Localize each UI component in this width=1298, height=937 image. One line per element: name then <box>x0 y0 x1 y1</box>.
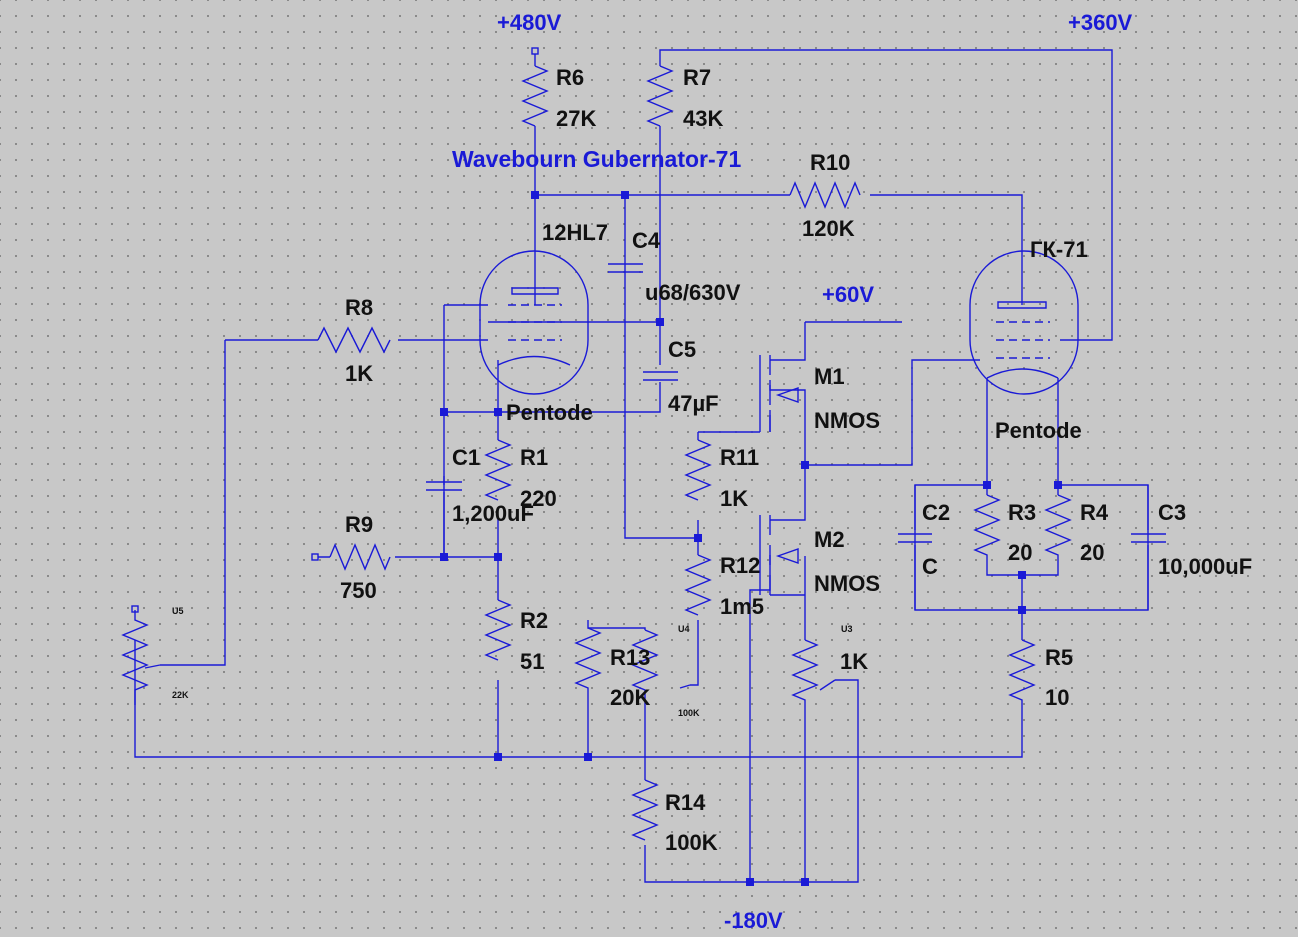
c3-symbol <box>1131 533 1166 543</box>
r7-symbol <box>646 65 674 127</box>
r8-value: 1K <box>345 361 373 386</box>
c5-value: 47µF <box>668 391 719 416</box>
r13-value: 20K <box>610 685 650 710</box>
r7-value: 43K <box>683 106 723 131</box>
u5-pin <box>131 605 139 613</box>
u5-value: 22K <box>172 690 189 700</box>
tube-type-gk71: Pentode <box>995 418 1082 443</box>
u4-value: 100K <box>678 708 700 718</box>
capacitor-symbols <box>426 263 1166 543</box>
r14-ref: R14 <box>665 790 706 815</box>
u5-ref: U5 <box>172 606 184 616</box>
r8-ref: R8 <box>345 295 373 320</box>
c2-symbol <box>898 533 932 543</box>
c4-symbol <box>608 263 643 273</box>
labels: Wavebourn Gubernator-71 +480V +360V +60V… <box>172 10 1252 933</box>
c4-value: u68/630V <box>645 280 741 305</box>
r7-ref: R7 <box>683 65 711 90</box>
r11-symbol <box>684 439 712 501</box>
r3-value: 20 <box>1008 540 1032 565</box>
u3-ref: U3 <box>841 624 853 634</box>
terminals <box>311 47 539 561</box>
m1-ref: M1 <box>814 364 845 389</box>
net-label-60v: +60V <box>822 282 874 307</box>
r10-value: 120K <box>802 216 855 241</box>
r6-symbol <box>521 65 549 127</box>
r13-ref: R13 <box>610 645 650 670</box>
r11-ref: R11 <box>720 445 759 470</box>
u3-wiper <box>819 679 836 691</box>
u3-symbol <box>791 639 819 720</box>
r9-symbol <box>329 543 391 571</box>
junction-dots <box>440 191 1062 886</box>
c2-ref: C2 <box>922 500 950 525</box>
r9-ref: R9 <box>345 512 373 537</box>
mosfet-m2 <box>759 515 799 595</box>
r4-ref: R4 <box>1080 500 1109 525</box>
wires <box>134 49 1149 883</box>
u4-ref: U4 <box>678 624 690 634</box>
c2-value: C <box>922 554 938 579</box>
r12-value: 1m5 <box>720 594 764 619</box>
c1-symbol <box>426 481 462 491</box>
r1-ref: R1 <box>520 445 548 470</box>
r10-symbol <box>789 181 861 209</box>
u5-wiper <box>144 664 161 669</box>
r1-symbol <box>484 439 512 501</box>
r2-symbol <box>484 599 512 661</box>
u4-wiper <box>679 684 691 689</box>
r4-symbol <box>1044 494 1072 565</box>
tube-ref-gk71: ГК-71 <box>1030 237 1088 262</box>
c3-ref: C3 <box>1158 500 1186 525</box>
r14-value: 100K <box>665 830 718 855</box>
r8-symbol <box>317 326 391 354</box>
r6-value: 27K <box>556 106 596 131</box>
u3-value: 1K <box>840 649 868 674</box>
c4-ref: C4 <box>632 228 661 253</box>
potentiometers <box>121 605 836 720</box>
r5-value: 10 <box>1045 685 1069 710</box>
r1-value: 220 <box>520 486 557 511</box>
net-label-480v: +480V <box>497 10 562 35</box>
r11-value: 1K <box>720 486 748 511</box>
c1-ref: C1 <box>452 445 480 470</box>
r2-value: 51 <box>520 649 544 674</box>
r5-ref: R5 <box>1045 645 1073 670</box>
u5-symbol <box>121 610 149 705</box>
r3-ref: R3 <box>1008 500 1036 525</box>
r6-ref: R6 <box>556 65 584 90</box>
r13-symbol-b <box>631 629 659 718</box>
r12-ref: R12 <box>720 553 760 578</box>
c3-value: 10,000uF <box>1158 554 1252 579</box>
mosfet-m1 <box>759 355 799 432</box>
net-label-360v: +360V <box>1068 10 1133 35</box>
r3-symbol <box>973 494 1001 565</box>
r9-value: 750 <box>340 578 377 603</box>
c5-symbol <box>643 371 678 381</box>
c1-value: 1,200uF <box>452 501 534 526</box>
r2-ref: R2 <box>520 608 548 633</box>
r12-symbol <box>684 554 712 616</box>
c5-ref: C5 <box>668 337 696 362</box>
tube-ref-12hl7: 12HL7 <box>542 220 608 245</box>
r13-symbol <box>574 627 602 720</box>
r4-value: 20 <box>1080 540 1104 565</box>
resistor-symbols <box>317 65 1072 841</box>
tube-12hl7 <box>479 250 589 395</box>
r14-symbol <box>631 779 659 841</box>
r10-ref: R10 <box>810 150 850 175</box>
tube-type-12hl7: Pentode <box>506 400 593 425</box>
net-label-neg180v: -180V <box>724 908 783 933</box>
m2-type: NMOS <box>814 571 880 596</box>
schematic-title: Wavebourn Gubernator-71 <box>452 146 741 172</box>
m2-ref: M2 <box>814 527 845 552</box>
r5-symbol <box>1008 639 1036 730</box>
tube-gk71 <box>969 250 1079 395</box>
m1-type: NMOS <box>814 408 880 433</box>
